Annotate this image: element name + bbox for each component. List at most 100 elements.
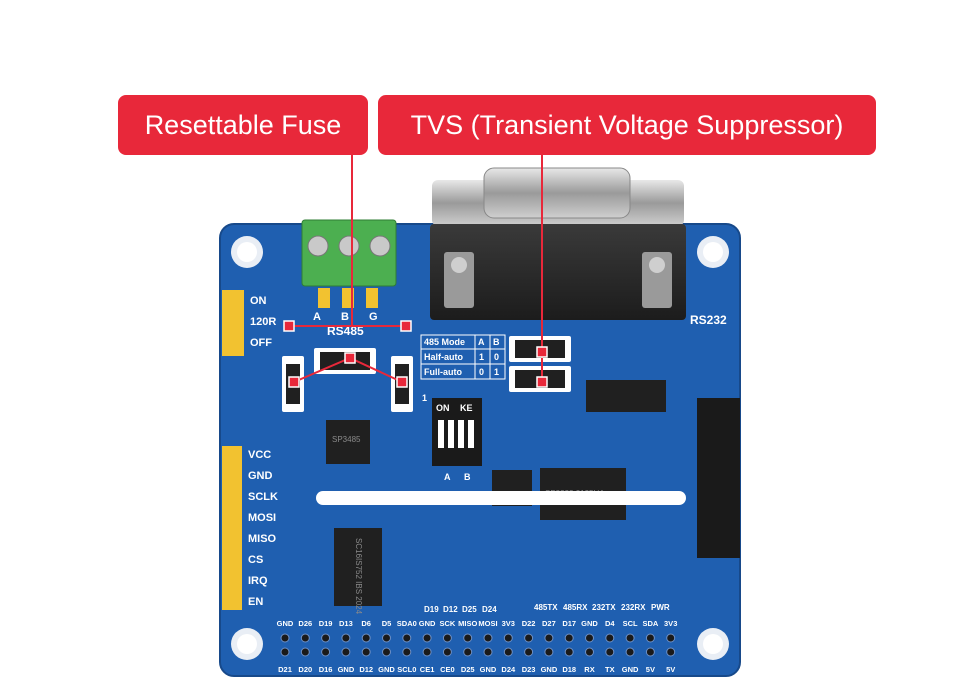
- gpio-bottom-label: D20: [298, 665, 312, 674]
- gpio-pin: [341, 633, 351, 643]
- led-label-pwr: PWR: [651, 603, 670, 612]
- dip-num-3: 3: [458, 436, 463, 446]
- callout-tvs: TVS (Transient Voltage Suppressor): [378, 95, 876, 155]
- callout-markers: [283, 320, 548, 388]
- mode-row2-name: Full-auto: [424, 367, 462, 377]
- mode-row1-b: 0: [494, 352, 499, 362]
- gpio-bottom-label: D16: [319, 665, 333, 674]
- rs485-title: RS485: [327, 324, 364, 338]
- spi-label-miso: MISO: [248, 533, 277, 545]
- gpio-pin: [483, 633, 493, 643]
- dip-top-ke: KE: [460, 403, 473, 413]
- gpio-pin: [503, 633, 513, 643]
- gpio-pin: [564, 647, 574, 657]
- gpio-pin: [666, 647, 676, 657]
- gpio-pin: [361, 647, 371, 657]
- db9-connector: [430, 167, 686, 320]
- dip-num-2: 2: [448, 436, 453, 446]
- mid-label-d12: D12: [443, 605, 458, 614]
- gpio-pin: [280, 647, 290, 657]
- gpio-pin: [442, 647, 452, 657]
- gpio-bottom-label: D12: [359, 665, 373, 674]
- callout-leader-lines: [288, 155, 543, 383]
- mid-label-d19: D19: [424, 605, 439, 614]
- gpio-top-label: MOSI: [478, 619, 497, 628]
- gpio-bottom-label: D25: [461, 665, 475, 674]
- rs232-label: RS232: [690, 313, 727, 327]
- gpio-top-label: SCK: [439, 619, 455, 628]
- jumper-label-120r: 120R: [250, 316, 276, 328]
- gpio-pin: [544, 633, 554, 643]
- dip-side-1: 1: [422, 393, 427, 403]
- dip-num-4: 4: [468, 436, 473, 446]
- gpio-pin: [300, 647, 310, 657]
- gpio-bottom-label: GND: [541, 665, 558, 674]
- gpio-pin: [463, 633, 473, 643]
- mode-table: 485 Mode A B Half-auto 1 0 Full-auto 0 1: [420, 334, 506, 380]
- gpio-pin: [321, 633, 331, 643]
- gpio-top-label: SDA: [642, 619, 658, 628]
- mounting-holes: [231, 236, 729, 660]
- terminal-label-g: G: [369, 311, 378, 323]
- gpio-pin: [564, 633, 574, 643]
- gpio-pin: [361, 633, 371, 643]
- dip-top-on: ON: [436, 403, 450, 413]
- spi-label-cs: CS: [248, 554, 263, 566]
- gpio-bottom-label: CE1: [420, 665, 435, 674]
- gpio-pin: [524, 647, 534, 657]
- gpio-pin: [645, 633, 655, 643]
- led-label-232tx: 232TX: [592, 603, 616, 612]
- gpio-top-label: D17: [562, 619, 576, 628]
- spi-label-sclk: SCLK: [248, 491, 278, 503]
- callout-resettable-fuse: Resettable Fuse: [118, 95, 368, 155]
- gpio-pin: [402, 647, 412, 657]
- dip-bottom-a: A: [444, 472, 451, 482]
- gpio-top-label: 3V3: [502, 619, 515, 628]
- jumper-label-on: ON: [250, 295, 267, 307]
- spi-label-vcc: VCC: [248, 449, 271, 461]
- spi-header: [222, 446, 242, 610]
- gpio-top-label: GND: [419, 619, 436, 628]
- board-slot: [316, 491, 686, 505]
- gpio-pin: [442, 633, 452, 643]
- gpio-bottom-label: D24: [501, 665, 516, 674]
- gpio-pin: [402, 633, 412, 643]
- mode-header-a: A: [478, 337, 485, 347]
- gpio-pin: [483, 647, 493, 657]
- screw-terminal: [301, 219, 397, 308]
- gpio-bottom-label: GND: [338, 665, 355, 674]
- gpio-pin: [605, 633, 615, 643]
- spi-label-en: EN: [248, 596, 263, 608]
- mode-row2-b: 1: [494, 367, 499, 377]
- gpio-top-label: 3V3: [664, 619, 677, 628]
- gpio-pin: [666, 633, 676, 643]
- gpio-bottom-label: GND: [378, 665, 395, 674]
- gpio-bottom-label: 5V: [646, 665, 655, 674]
- gpio-bottom-label: D18: [562, 665, 576, 674]
- gpio-bottom-label: RX: [584, 665, 594, 674]
- dip-num-1: 1: [438, 436, 443, 446]
- dip-bottom-b: B: [464, 472, 471, 482]
- mode-row1-name: Half-auto: [424, 352, 463, 362]
- mode-header-mode: 485 Mode: [424, 337, 465, 347]
- gpio-pin: [382, 633, 391, 643]
- gpio-bottom-label: CE0: [440, 665, 455, 674]
- chip-mark-small: SP3485: [332, 435, 361, 444]
- gpio-pin: [463, 647, 473, 657]
- mode-row1-a: 1: [479, 352, 484, 362]
- gpio-top-label: D27: [542, 619, 556, 628]
- termination-jumper: [222, 290, 244, 356]
- gpio-pin: [645, 647, 655, 657]
- gpio-pin: [524, 633, 534, 643]
- dip-switch: [432, 398, 482, 466]
- gpio-top-label: GND: [277, 619, 294, 628]
- gpio-pin: [280, 633, 290, 643]
- led-label-232rx: 232RX: [621, 603, 646, 612]
- gpio-bottom-label: GND: [480, 665, 497, 674]
- gpio-bottom-label: TX: [605, 665, 615, 674]
- spi-label-irq: IRQ: [248, 575, 268, 587]
- spi-label-mosi: MOSI: [248, 512, 276, 524]
- gpio-pin: [585, 647, 594, 657]
